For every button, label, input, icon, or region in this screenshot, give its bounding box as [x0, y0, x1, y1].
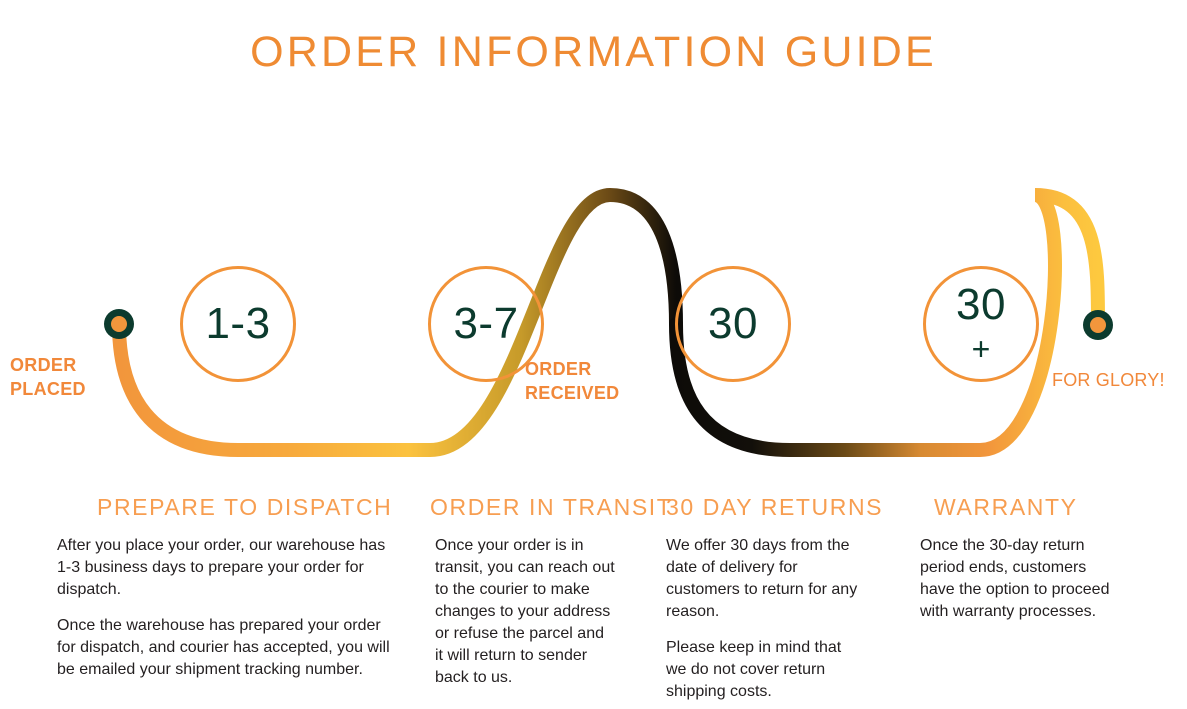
- column-order-in-transit: ORDER IN TRANSIT Once your order is in t…: [430, 494, 673, 690]
- column-1-paragraph-2: Once the warehouse has prepared your ord…: [57, 617, 390, 679]
- column-2-heading: ORDER IN TRANSIT: [430, 494, 673, 520]
- column-4-paragraph-1: Once the 30-day return period ends, cust…: [920, 537, 1110, 621]
- timeline-path-graphic: [104, 187, 1113, 458]
- for-glory-marker: [1083, 310, 1113, 340]
- description-columns: PREPARE TO DISPATCH After you place your…: [0, 494, 1187, 709]
- column-3-paragraph-2: Please keep in mind that we do not cover…: [666, 639, 842, 701]
- page-title: ORDER INFORMATION GUIDE: [250, 28, 937, 76]
- column-1-paragraph-1: After you place your order, our warehous…: [57, 537, 386, 599]
- label-order-placed-line1: ORDER: [10, 355, 77, 375]
- milestone-4-value: 30: [956, 280, 1006, 329]
- label-order-received-line1: ORDER: [525, 359, 592, 379]
- timeline-path-segment-1: [112, 187, 683, 458]
- milestone-4-plus-sign: +: [971, 331, 991, 367]
- milestone-2-value: 3-7: [453, 299, 519, 348]
- timeline-path-segment-2: [669, 188, 1105, 458]
- column-30-day-returns: 30 DAY RETURNS We offer 30 days from the…: [666, 494, 884, 704]
- milestone-1-value: 1-3: [205, 299, 271, 348]
- column-1-heading: PREPARE TO DISPATCH: [97, 494, 393, 520]
- column-3-heading: 30 DAY RETURNS: [666, 494, 884, 520]
- column-prepare-to-dispatch: PREPARE TO DISPATCH After you place your…: [57, 494, 397, 681]
- column-warranty: WARRANTY Once the 30-day return period e…: [920, 494, 1115, 623]
- milestone-1-3-days: 1-3: [180, 266, 296, 382]
- milestone-30-plus: 30 +: [923, 266, 1039, 382]
- milestone-30-days: 30: [675, 266, 791, 382]
- milestone-3-value: 30: [708, 299, 758, 348]
- milestone-3-7-days: 3-7: [428, 266, 544, 382]
- label-order-received-line2: RECEIVED: [525, 383, 620, 404]
- column-3-paragraph-1: We offer 30 days from the date of delive…: [666, 537, 858, 621]
- column-2-paragraph-1: Once your order is in transit, you can r…: [435, 537, 615, 687]
- label-order-received: ORDER RECEIVED: [525, 357, 665, 406]
- column-4-heading: WARRANTY: [934, 494, 1078, 520]
- label-for-glory: FOR GLORY!: [1052, 370, 1165, 390]
- label-order-placed-line2: PLACED: [10, 379, 86, 400]
- label-order-placed: ORDER PLACED: [10, 353, 120, 402]
- order-placed-marker: [104, 309, 134, 339]
